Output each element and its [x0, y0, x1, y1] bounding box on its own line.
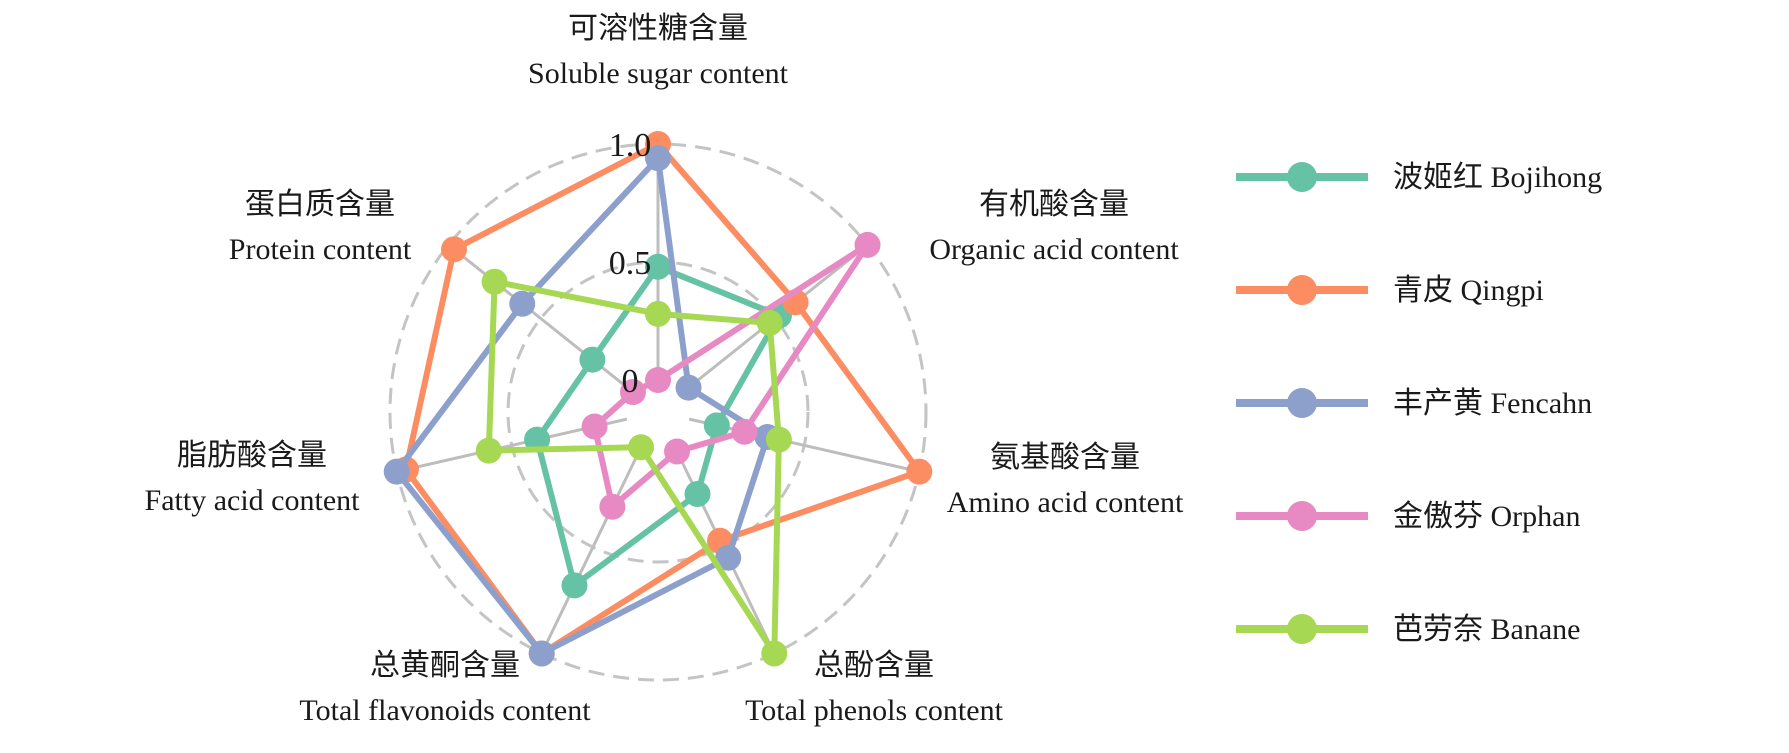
legend-item-1: 青皮 Qingpi [1236, 274, 1544, 307]
legend-marker-4 [1287, 614, 1317, 644]
grid-layer [388, 142, 928, 682]
tick-label-0: 0 [622, 363, 639, 400]
legend-label-0: 波姬红 Bojihong [1393, 161, 1602, 194]
axis-label-en-3: Total phenols content [745, 694, 1004, 727]
series-line-2 [393, 155, 771, 657]
series-layer [383, 131, 933, 667]
legend-label-3: 金傲芬 Orphan [1393, 500, 1580, 533]
axis-label-zh-2: 氨基酸含量 [990, 441, 1140, 474]
series-2 [383, 145, 781, 667]
series-2-point-3 [715, 544, 742, 571]
axis-spoke-4 [540, 440, 646, 655]
axis-label-en-5: Fatty acid content [145, 484, 361, 517]
tick-label-2: 1.0 [609, 127, 652, 164]
legend-item-0: 波姬红 Bojihong [1236, 161, 1602, 194]
series-3-point-2 [731, 418, 758, 445]
series-3-point-3 [664, 438, 691, 465]
axis-label-en-6: Protein content [229, 233, 412, 266]
series-3-point-0 [645, 367, 671, 393]
legend-marker-3 [1287, 501, 1317, 531]
series-0-point-6 [579, 346, 606, 373]
legend-item-3: 金傲芬 Orphan [1236, 500, 1580, 533]
series-3-point-4 [599, 493, 626, 520]
series-2-point-5 [383, 458, 410, 485]
series-3-point-5 [581, 413, 608, 440]
axis-label-zh-5: 脂肪酸含量 [177, 439, 327, 472]
axis-label-zh-3: 总酚含量 [814, 649, 934, 682]
series-3-point-6 [619, 379, 646, 406]
legend-label-1: 青皮 Qingpi [1393, 274, 1544, 307]
axis-labels: 可溶性糖含量 Soluble sugar content 有机酸含量 Organic … [145, 12, 1184, 727]
axis-label-en-4: Total flavonoids content [299, 694, 591, 727]
legend: 波姬红 Bojihong 青皮 Qingpi 丰产黄 Fencahn 金傲芬 Orph… [1236, 161, 1602, 646]
series-line-1 [402, 141, 923, 657]
series-line-4 [485, 278, 782, 657]
series-4-point-0 [645, 300, 671, 327]
series-4-point-6 [481, 268, 508, 295]
series-3 [581, 231, 881, 520]
tick-label-1: 0.5 [609, 245, 652, 282]
series-1-point-2 [906, 458, 933, 485]
axis-label-zh-6: 蛋白质含量 [245, 188, 395, 221]
tick-labels: 0 0.5 1.0 [609, 127, 652, 400]
series-2-point-6 [509, 290, 536, 317]
axis-label-zh-0: 可溶性糖含量 [568, 12, 748, 45]
legend-marker-2 [1287, 388, 1317, 418]
series-4-point-2 [765, 426, 792, 453]
series-4-point-3 [761, 640, 788, 667]
series-1-point-6 [441, 236, 468, 263]
legend-label-4: 芭劳奈 Banane [1393, 613, 1580, 646]
axis-label-zh-4: 总黄酮含量 [370, 649, 520, 682]
legend-marker-1 [1287, 275, 1317, 305]
legend-item-2: 丰产黄 Fencahn [1236, 387, 1592, 420]
legend-label-2: 丰产黄 Fencahn [1393, 387, 1592, 420]
series-2-point-1 [675, 374, 702, 401]
axis-label-zh-1: 有机酸含量 [979, 188, 1129, 221]
series-4-point-1 [756, 309, 783, 336]
series-0-point-0 [645, 253, 671, 280]
series-0-point-3 [684, 480, 711, 507]
series-2-point-0 [645, 145, 671, 172]
series-4-point-4 [628, 434, 655, 461]
series-0-point-4 [561, 572, 588, 599]
series-0-point-5 [524, 426, 551, 453]
axis-label-en-2: Amino acid content [947, 486, 1184, 519]
series-2-point-4 [528, 640, 555, 667]
series-4-point-5 [475, 437, 502, 464]
axis-label-en-1: Organic acid content [929, 233, 1179, 266]
legend-item-4: 芭劳奈 Banane [1236, 613, 1580, 646]
series-3-point-1 [854, 231, 881, 258]
series-0-point-2 [703, 412, 730, 439]
series-4 [475, 268, 792, 667]
legend-marker-0 [1287, 162, 1317, 192]
axis-label-en-0: Soluble sugar content [528, 57, 789, 90]
